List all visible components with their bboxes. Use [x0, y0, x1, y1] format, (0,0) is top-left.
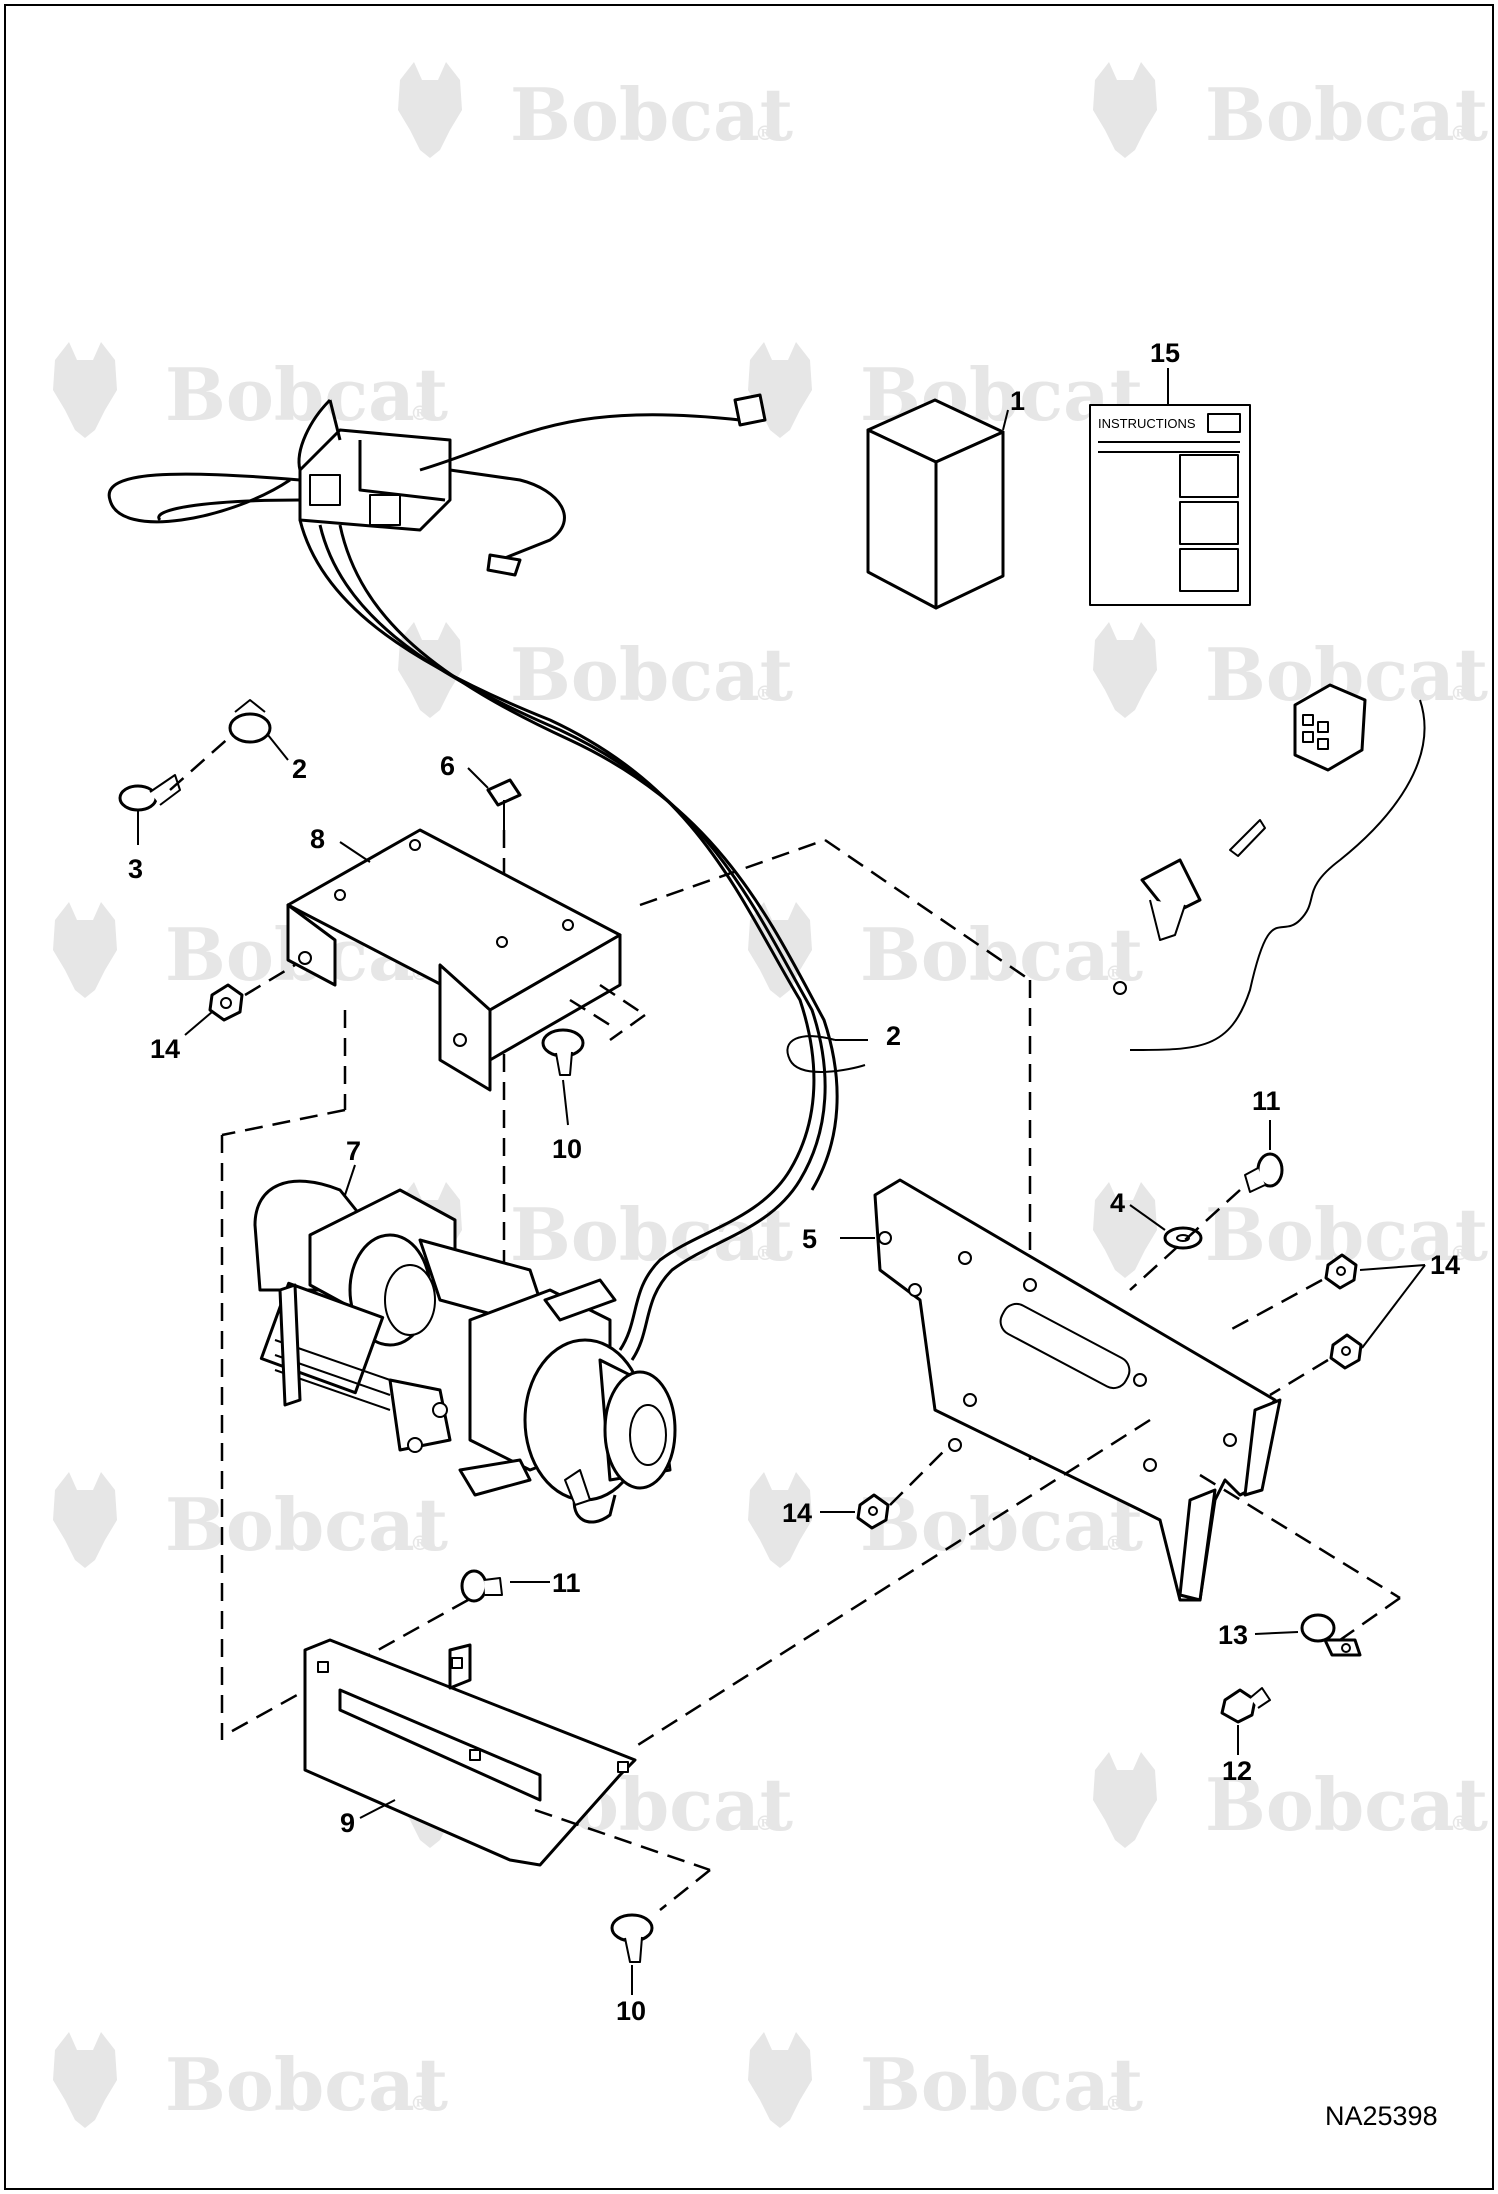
callout-8: 8	[310, 824, 325, 854]
control-box-assembly	[107, 393, 839, 1361]
watermark: Bobcat®	[1093, 622, 1488, 718]
part-8-upper-bracket	[220, 828, 1032, 1740]
part-7-winch	[253, 1179, 677, 1524]
dash-plate-to-bracket	[629, 1418, 1151, 1752]
watermark-logo-icon	[398, 622, 462, 718]
callout-2-lower: 2	[886, 1021, 901, 1051]
part-11-bolt-right	[1129, 1152, 1284, 1291]
watermark: Bobcat®	[1093, 62, 1488, 158]
part-9-lower-bracket	[303, 1638, 711, 1911]
watermark: Bobcat®	[1093, 1182, 1488, 1278]
callout-7: 7	[346, 1136, 361, 1166]
watermark-text: Bobcat	[510, 72, 793, 157]
callout-15: 15	[1150, 338, 1180, 368]
watermark: Bobcat®	[398, 1182, 793, 1278]
watermark-registered-mark: ®	[755, 1811, 775, 1835]
watermark-registered-mark: ®	[1450, 121, 1470, 145]
callout-10-upper: 10	[552, 1134, 582, 1164]
watermark-registered-mark: ®	[410, 1531, 430, 1555]
part-10-pin-upper	[541, 1028, 585, 1076]
callout-2-upper: 2	[292, 754, 307, 784]
part-3-terminal	[118, 734, 233, 812]
watermark-text: Bobcat	[1205, 72, 1488, 157]
dash-plate-lower	[1199, 1473, 1401, 1600]
watermark-text: Bobcat	[510, 632, 793, 717]
watermark-logo-icon	[1093, 62, 1157, 158]
watermark: Bobcat®	[53, 1472, 448, 1568]
watermark: Bobcat®	[398, 62, 793, 158]
callout-1: 1	[1010, 386, 1025, 416]
drawing-id: NA25398	[1325, 2101, 1438, 2131]
watermark-registered-mark: ®	[410, 401, 430, 425]
part-14-nut-right-upper	[1229, 1253, 1358, 1332]
watermark: Bobcat®	[748, 902, 1143, 998]
watermark-text: Bobcat	[860, 1482, 1143, 1567]
part-10-pin-lower	[610, 1913, 654, 1963]
watermark-text: Bobcat	[165, 1482, 448, 1567]
part-5-mount-plate	[873, 1178, 1282, 1602]
part-14-nut-right-lower	[1269, 1333, 1363, 1397]
instructions-label: INSTRUCTIONS	[1098, 416, 1196, 431]
part-14-nut-center	[856, 1449, 946, 1530]
watermark-registered-mark: ®	[755, 1241, 775, 1265]
dash-plate-to-clip	[1339, 1596, 1401, 1642]
watermark-text: Bobcat	[1205, 1762, 1488, 1847]
watermark-registered-mark: ®	[755, 121, 775, 145]
watermark-registered-mark: ®	[1105, 1531, 1125, 1555]
watermark: Bobcat®	[53, 342, 448, 438]
watermark-text: Bobcat	[510, 1192, 793, 1277]
callout-9: 9	[340, 1808, 355, 1838]
part-2-clamp	[228, 699, 272, 744]
watermark-layer: Bobcat®Bobcat®Bobcat®Bobcat®Bobcat®Bobca…	[53, 62, 1488, 2128]
callouts: 1 15 2 3 6 8 14 2 10 7 11 4 5 14 14 11 1…	[128, 338, 1460, 2026]
callout-5: 5	[802, 1224, 817, 1254]
watermark-logo-icon	[1093, 1752, 1157, 1848]
connector-assembly	[1113, 683, 1426, 1051]
callout-11-lower: 11	[552, 1568, 581, 1598]
callout-14-left: 14	[150, 1034, 180, 1064]
watermark-logo-icon	[1093, 622, 1157, 718]
watermark-text: Bobcat	[860, 2042, 1143, 2127]
watermark-logo-icon	[748, 342, 812, 438]
part-1-box	[866, 398, 1005, 610]
watermark-logo-icon	[748, 2032, 812, 2128]
watermark: Bobcat®	[748, 1472, 1143, 1568]
watermark-logo-icon	[398, 62, 462, 158]
watermark-registered-mark: ®	[1105, 2091, 1125, 2115]
callout-14-right: 14	[1430, 1250, 1460, 1280]
part-12-bolt	[1220, 1687, 1271, 1724]
part-11-bolt-lower	[224, 1569, 503, 1737]
watermark-logo-icon	[53, 902, 117, 998]
watermark: Bobcat®	[53, 2032, 448, 2128]
callout-14-center: 14	[782, 1498, 812, 1528]
watermark-registered-mark: ®	[755, 681, 775, 705]
watermark-registered-mark: ®	[1105, 961, 1125, 985]
watermark: Bobcat®	[398, 622, 793, 718]
callout-4: 4	[1110, 1188, 1125, 1218]
watermark-registered-mark: ®	[1450, 1241, 1470, 1265]
watermark-text: Bobcat	[165, 352, 448, 437]
watermark: Bobcat®	[1093, 1752, 1488, 1848]
watermark-text: Bobcat	[860, 912, 1143, 997]
callout-6: 6	[440, 751, 455, 781]
watermark-registered-mark: ®	[410, 2091, 430, 2115]
part-15-instructions-sheet: INSTRUCTIONS	[1089, 404, 1251, 606]
watermark-text: Bobcat	[165, 2042, 448, 2127]
page-frame	[4, 4, 1494, 2190]
watermark-logo-icon	[53, 1472, 117, 1568]
callout-3: 3	[128, 854, 143, 884]
watermark: Bobcat®	[748, 2032, 1143, 2128]
part-14-nut-left	[208, 963, 296, 1022]
watermark-registered-mark: ®	[1450, 1811, 1470, 1835]
callout-13: 13	[1218, 1620, 1248, 1650]
callout-12: 12	[1222, 1756, 1252, 1786]
watermark-logo-icon	[53, 2032, 117, 2128]
callout-10-lower: 10	[616, 1996, 646, 2026]
part-13-clip	[1300, 1613, 1362, 1657]
callout-11-right: 11	[1252, 1086, 1281, 1116]
leader-lines	[137, 368, 1426, 1995]
watermark-logo-icon	[53, 342, 117, 438]
watermark-registered-mark: ®	[1450, 681, 1470, 705]
